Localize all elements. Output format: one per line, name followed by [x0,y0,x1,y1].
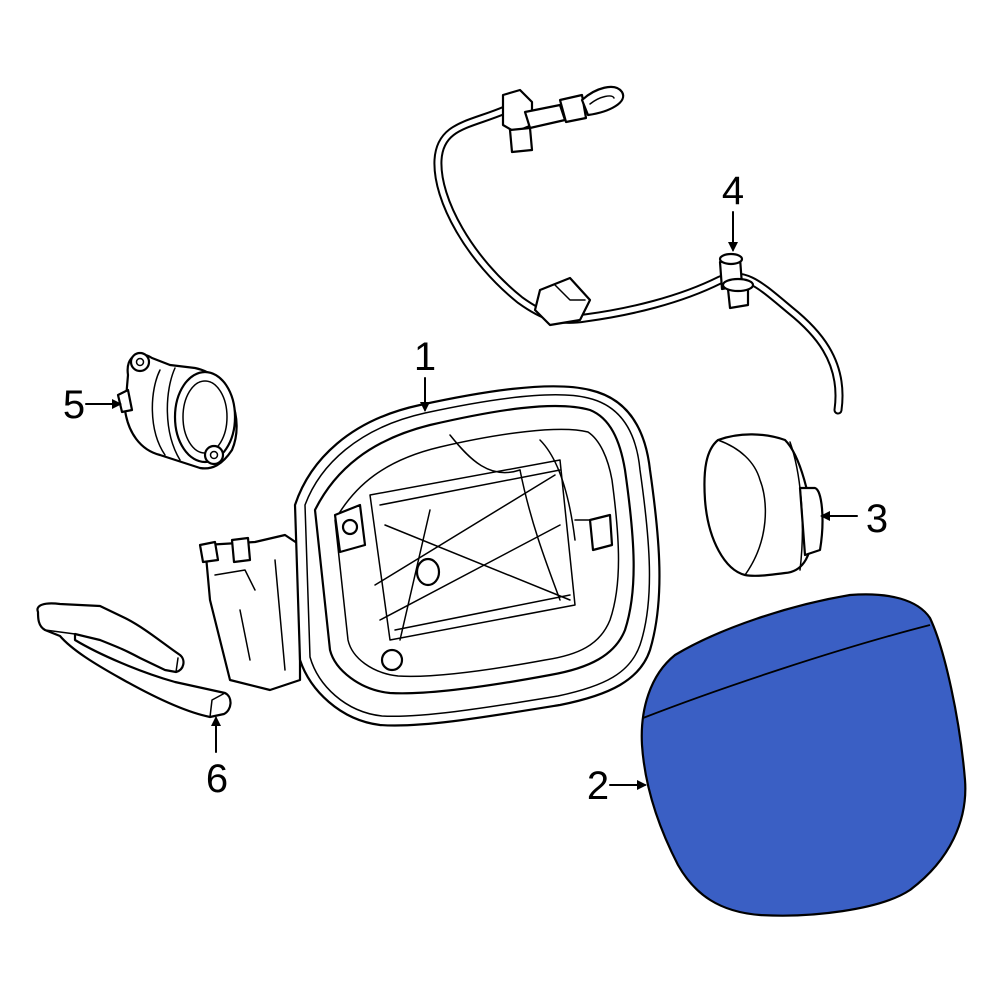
actuator-part-5[interactable] [116,351,238,470]
callout-1: 1 [414,335,436,379]
callout-5: 5 [63,383,85,427]
fuel-door-part-2[interactable] [640,593,967,917]
leader-lines [85,211,858,790]
callout-4: 4 [722,169,744,213]
wiring-harness-part-4[interactable] [433,85,844,415]
callout-2: 2 [587,764,609,808]
fuel-door-housing-part-1[interactable] [198,385,661,727]
fuel-cap-part-3[interactable] [703,433,824,577]
callout-3: 3 [866,497,888,541]
callout-6: 6 [206,757,228,801]
tether-strap-part-6[interactable] [36,602,232,719]
